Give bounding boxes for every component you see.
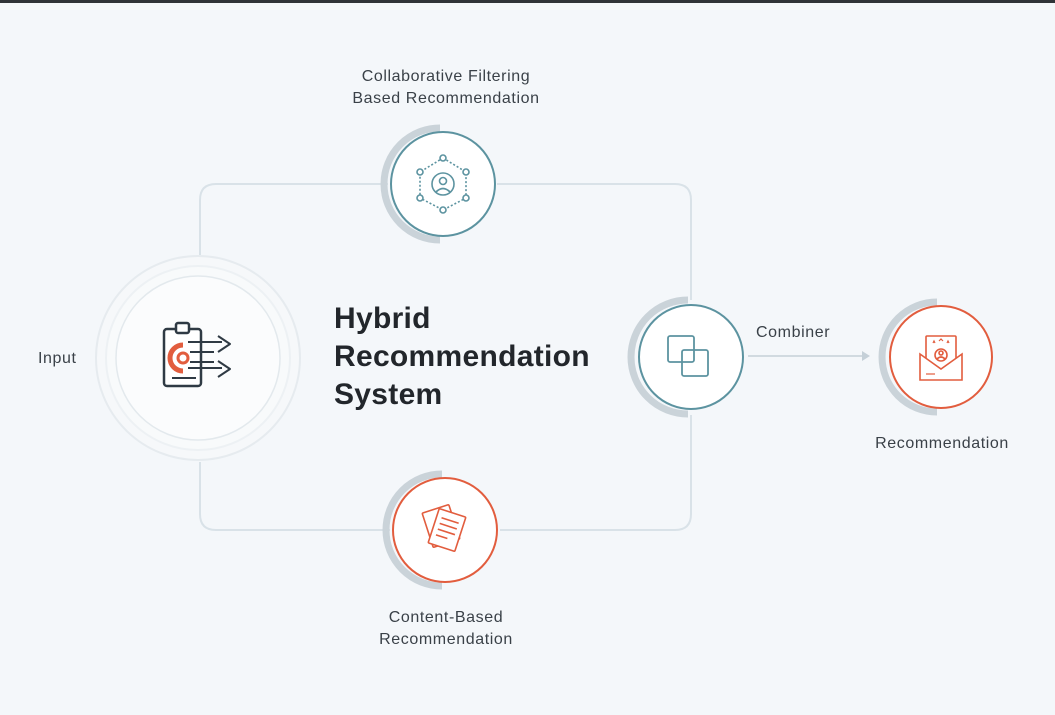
content-label-line1: Content-Based bbox=[388, 609, 504, 626]
collaborative-label-line2: Based Recommendation bbox=[352, 90, 540, 107]
content-label: Content-Based Recommendation bbox=[336, 607, 556, 651]
combiner-label: Combiner bbox=[756, 324, 831, 341]
input-label: Input bbox=[38, 350, 77, 367]
content-node bbox=[382, 470, 498, 590]
page-title: Hybrid Recommendation System bbox=[334, 300, 590, 414]
envelope-rating-icon bbox=[919, 335, 963, 381]
connector-input-to-collaborative bbox=[199, 183, 388, 255]
network-user-icon bbox=[416, 154, 470, 214]
title-line-2: Recommendation bbox=[334, 340, 590, 373]
collaborative-node bbox=[380, 124, 496, 244]
title-line-3: System bbox=[334, 378, 443, 411]
collaborative-label: Collaborative Filtering Based Recommenda… bbox=[326, 66, 566, 110]
top-border bbox=[0, 0, 1055, 3]
recommendation-label: Recommendation bbox=[875, 435, 1009, 452]
clipboard-gear-icon bbox=[162, 321, 231, 388]
connector-input-to-content bbox=[199, 462, 390, 531]
recommendation-node bbox=[878, 298, 993, 416]
connector-collaborative-to-combiner bbox=[497, 183, 692, 300]
input-node bbox=[95, 255, 301, 461]
combiner-node bbox=[627, 296, 744, 418]
overlapping-squares-icon bbox=[667, 335, 709, 377]
documents-icon bbox=[421, 504, 467, 552]
content-label-line2: Recommendation bbox=[379, 631, 513, 648]
connector-lines bbox=[199, 183, 692, 531]
title-line-1: Hybrid bbox=[334, 302, 431, 335]
collaborative-label-line1: Collaborative Filtering bbox=[361, 68, 531, 85]
connector-content-to-combiner bbox=[500, 415, 692, 531]
combiner-arrow bbox=[748, 351, 870, 361]
